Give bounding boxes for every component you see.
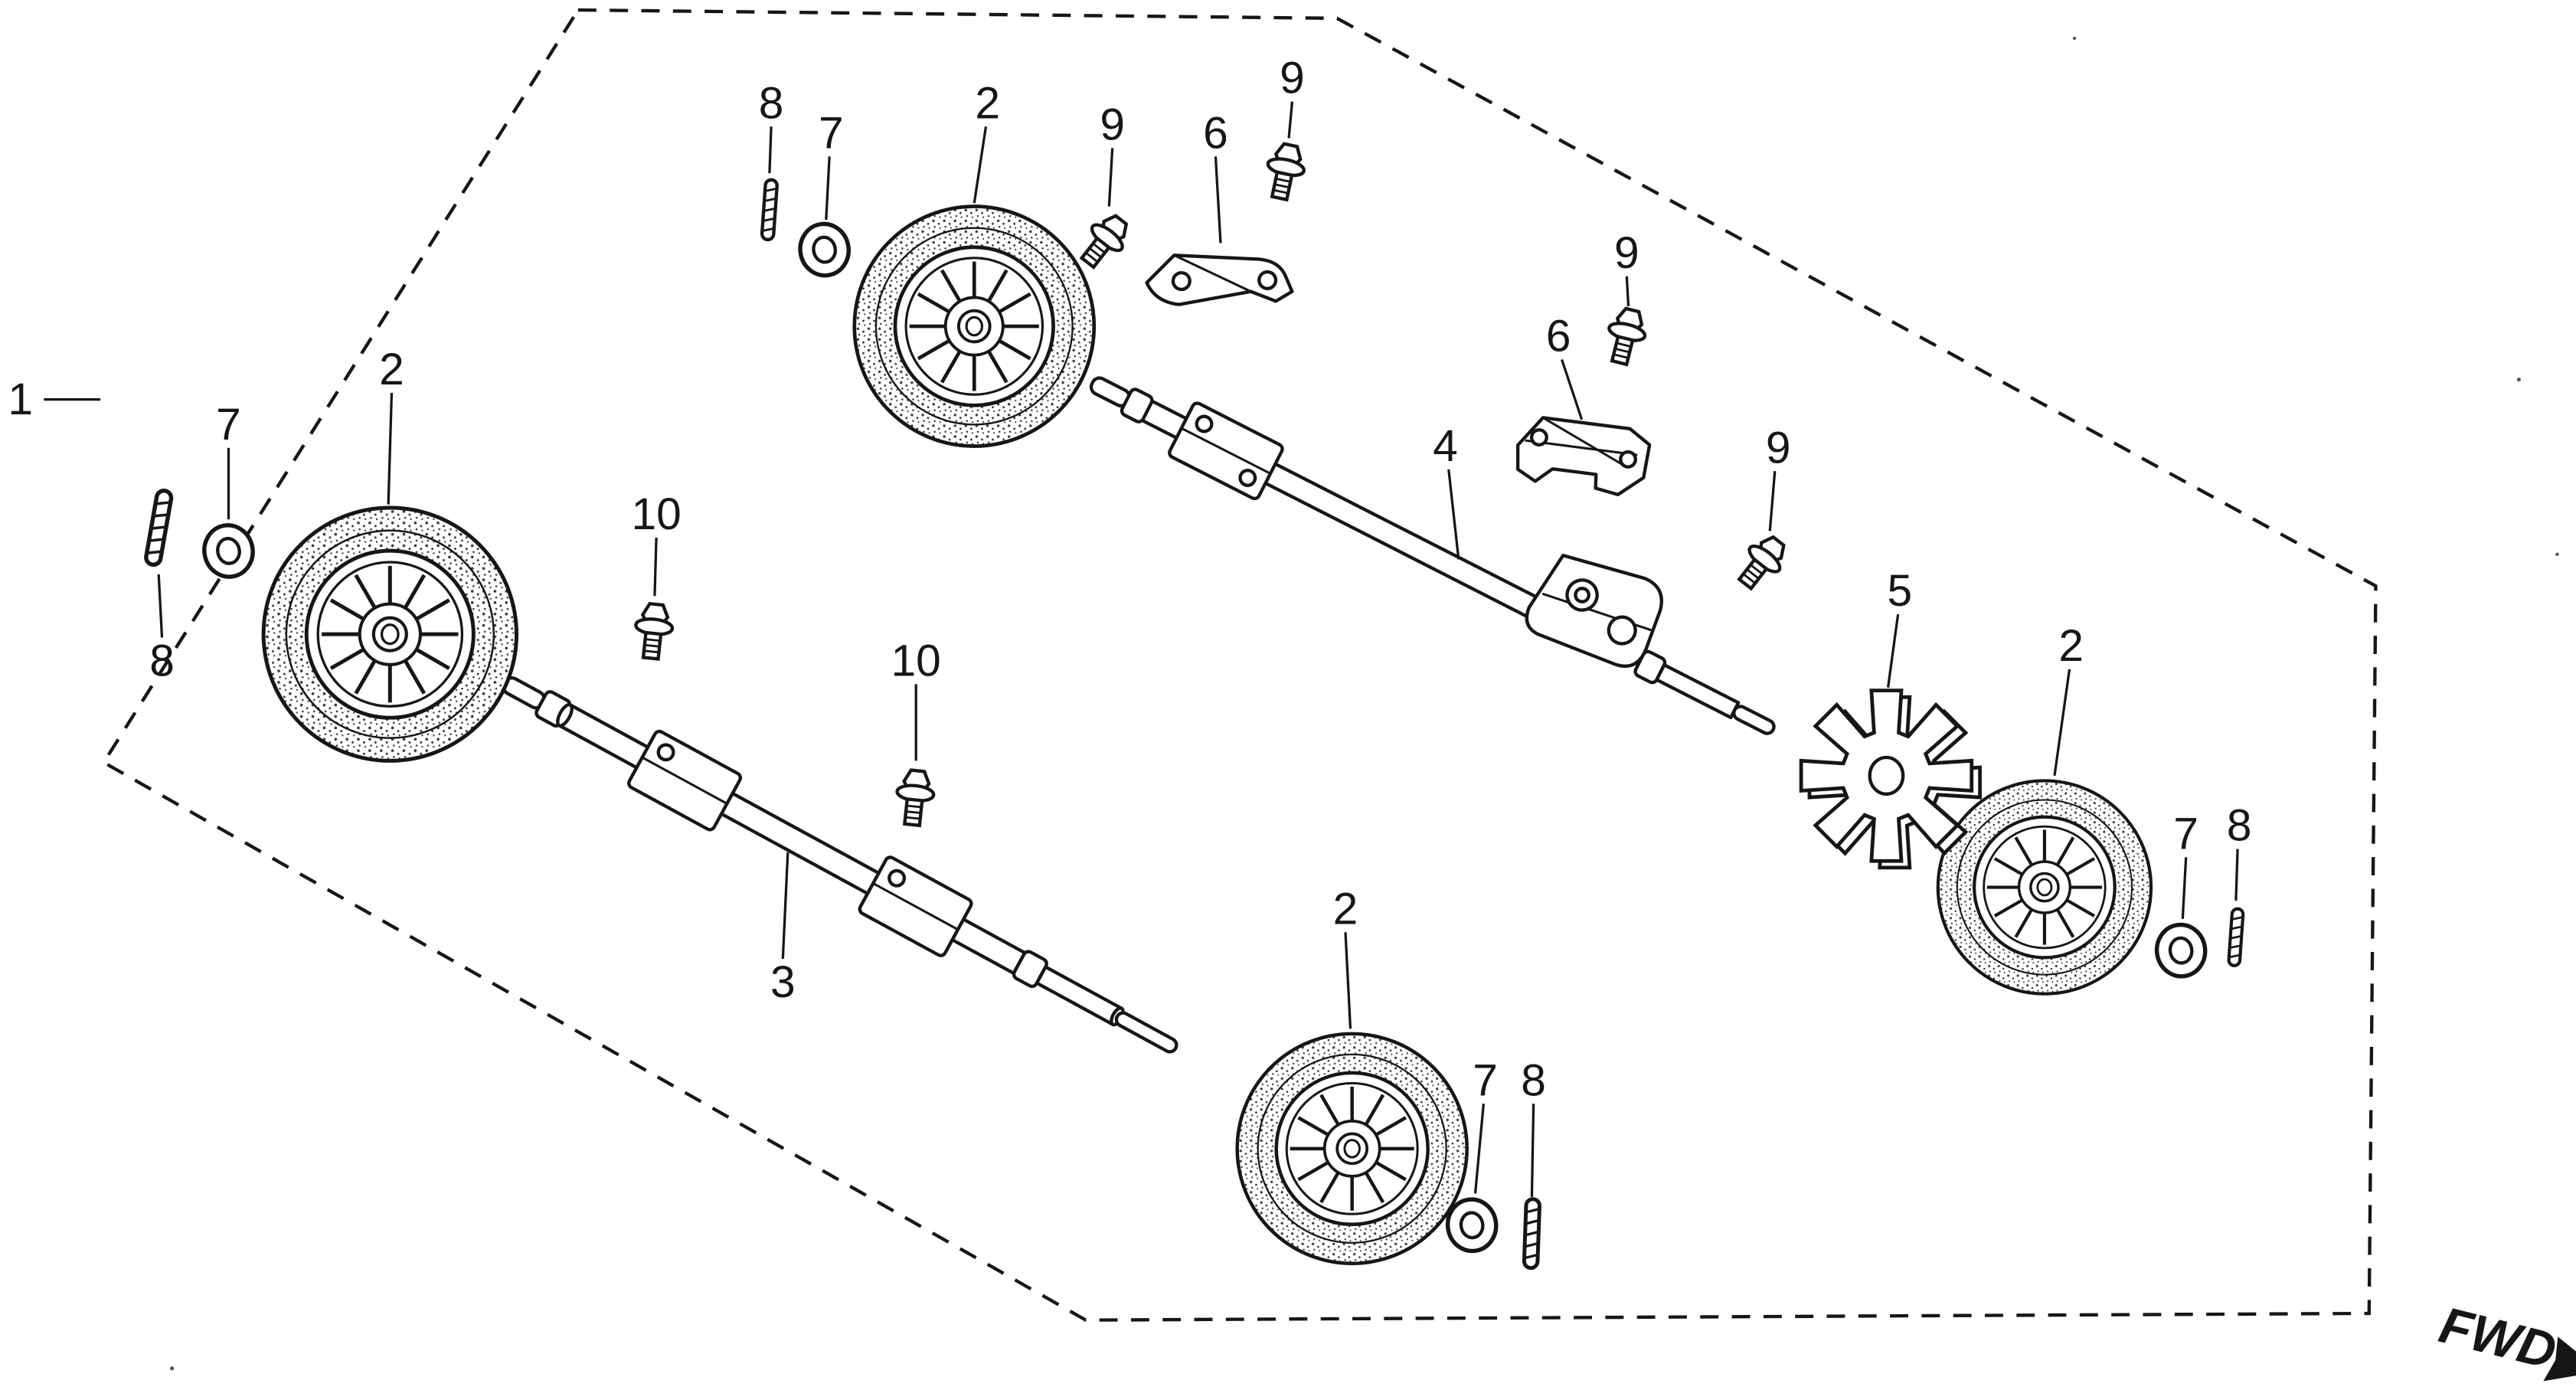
callout-leader-8 (2234, 849, 2239, 901)
axle3-clamp-block-2 (858, 855, 973, 957)
bolt-10-a (633, 603, 675, 660)
washer-7-right (2153, 921, 2208, 980)
callout-leader-2 (2053, 669, 2071, 777)
callout-leader-6 (1214, 156, 1222, 244)
pin-8-top (762, 179, 778, 240)
callout-leader-3 (781, 852, 789, 960)
bracket-6-upper (1145, 253, 1294, 306)
callout-label-9: 9 (1100, 100, 1125, 150)
callout-label-10: 10 (891, 636, 941, 686)
callout-leader-7 (825, 156, 831, 221)
callout-label-7: 7 (1473, 1055, 1498, 1105)
callout-label-1: 1 (8, 374, 33, 424)
callout-label-10: 10 (631, 489, 681, 539)
washer-7-top (796, 220, 853, 279)
wheel-2-bottom (1237, 1034, 1467, 1264)
wheel-2-top (855, 207, 1094, 446)
star-coupling-5 (1801, 691, 1979, 868)
callout-label-3: 3 (770, 957, 796, 1007)
callout-leader-9 (1107, 148, 1114, 207)
callout-leader-5 (1886, 613, 1900, 688)
callout-label-2: 2 (2058, 621, 2084, 671)
fwd-arrow-icon (2543, 1336, 2576, 1382)
callout-label-8: 8 (149, 636, 175, 686)
callout-leader-8 (768, 126, 773, 174)
axle4-clamp-block (1168, 401, 1284, 501)
pin-8-bottom (1524, 1199, 1540, 1268)
callout-label-2: 2 (379, 345, 404, 394)
callout-leader-8 (157, 574, 164, 638)
callout-leader-8 (1530, 1104, 1535, 1197)
bolt-10-b (894, 769, 936, 826)
callout-label-2: 2 (975, 78, 1000, 128)
callout-leader-9 (1768, 471, 1777, 531)
callout-leader-7 (1473, 1103, 1486, 1194)
callout-label-7: 7 (2173, 809, 2198, 859)
bolt-9-b (1261, 142, 1308, 202)
fwd-marker: FWD (2434, 1297, 2576, 1382)
callout-leader-9 (1287, 101, 1294, 139)
callout-leader-9 (1625, 276, 1630, 307)
pin-8-right (2228, 908, 2244, 966)
wheel-2-right (1938, 780, 2151, 993)
callout-label-5: 5 (1887, 566, 1912, 616)
wheel-2-left (263, 508, 516, 760)
callout-leader-2 (1344, 932, 1352, 1029)
bolt-9-a (1074, 208, 1136, 273)
callout-label-9: 9 (1766, 423, 1791, 473)
scan-artifacts (169, 36, 2559, 1371)
bolt-9-d (1731, 530, 1793, 595)
callout-leader-6 (1561, 358, 1584, 420)
axle3-clamp-block-1 (627, 729, 742, 832)
fwd-label: FWD (2434, 1297, 2562, 1381)
callout-leader-2 (387, 392, 394, 505)
callout-label-7: 7 (216, 400, 241, 450)
callout-label-6: 6 (1546, 312, 1571, 361)
callout-label-8: 8 (2227, 801, 2252, 851)
axle-assembly-4 (1089, 376, 1776, 735)
callout-label-7: 7 (819, 108, 844, 158)
callout-label-4: 4 (1433, 421, 1458, 471)
callout-leader-4 (1447, 469, 1460, 560)
callout-leader-7 (2181, 857, 2188, 919)
callout-leader-2 (973, 126, 988, 204)
callout-label-9: 9 (1280, 54, 1305, 103)
callout-leader-10 (653, 538, 658, 597)
pin-8-left (145, 489, 172, 566)
callout-label-6: 6 (1203, 108, 1228, 158)
callout-label-2: 2 (1333, 884, 1358, 934)
assembly-boundary (101, 8, 2378, 1322)
bolt-9-c (1601, 306, 1649, 367)
callout-label-8: 8 (759, 78, 784, 128)
bracket-6-lower (1515, 416, 1652, 496)
callout-label-8: 8 (1521, 1055, 1546, 1105)
axle4-pivot-casting (1525, 554, 1663, 669)
axle-assembly-3 (502, 675, 1178, 1054)
callout-label-9: 9 (1614, 228, 1639, 278)
